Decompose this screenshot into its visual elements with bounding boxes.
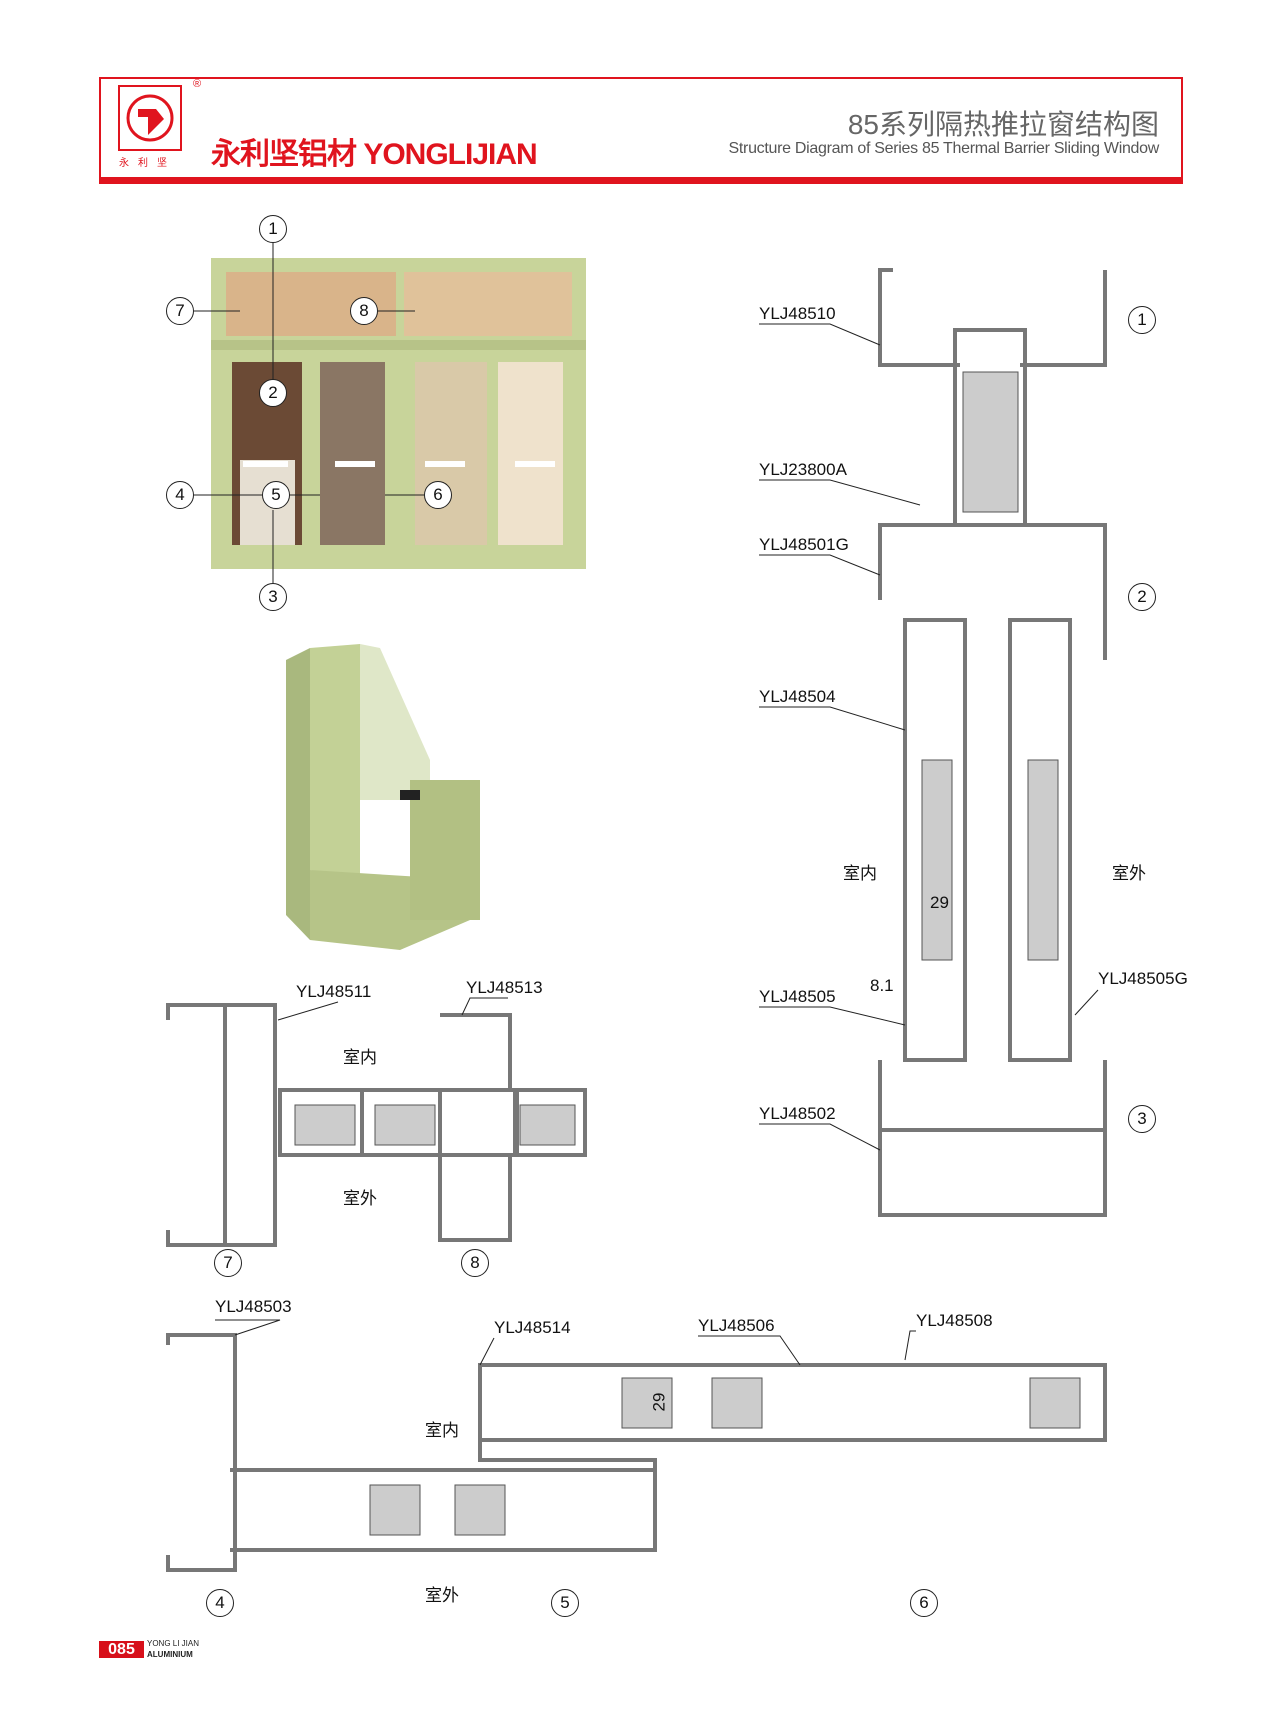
brand-name: 永利坚铝材 YONGLIJIAN (211, 138, 538, 171)
part-label: YLJ48505G (1098, 969, 1188, 988)
callout-1: 1 (1128, 306, 1156, 334)
part-label: YLJ48502 (759, 1104, 836, 1123)
indoor-label: 室内 (343, 1048, 377, 1067)
part-label: YLJ48510 (759, 304, 836, 323)
page-header: ® 永利坚 永利坚铝材 YONGLIJIAN 85系列隔热推拉窗结构图 Stru… (99, 77, 1183, 184)
dimension-29: 29 (649, 1392, 669, 1412)
callout-6: 6 (910, 1589, 938, 1617)
callout-6: 6 (424, 481, 452, 509)
callout-4: 4 (166, 481, 194, 509)
part-label: YLJ48511 (296, 982, 372, 1001)
callout-7: 7 (166, 297, 194, 325)
part-label: YLJ48514 (494, 1318, 571, 1337)
part-label: YLJ48505 (759, 987, 836, 1006)
part-label: YLJ48501G (759, 535, 849, 554)
callout-1: 1 (259, 215, 287, 243)
callout-4: 4 (206, 1589, 234, 1617)
window-photo (211, 258, 586, 569)
profile-3d (286, 644, 480, 950)
part-label: YLJ48506 (698, 1316, 775, 1335)
part-label: YLJ48513 (466, 978, 543, 997)
callout-8: 8 (461, 1249, 489, 1277)
page-number: 085 (99, 1641, 144, 1658)
logo-subtext: 永利坚 (119, 158, 176, 169)
callout-2: 2 (259, 379, 287, 407)
page-title-en: Structure Diagram of Series 85 Thermal B… (728, 140, 1160, 157)
callout-8: 8 (350, 297, 378, 325)
part-label: YLJ48508 (916, 1311, 993, 1330)
callout-5: 5 (551, 1589, 579, 1617)
registered-mark: ® (193, 78, 202, 90)
dimension-29: 29 (930, 893, 949, 912)
callout-3: 3 (259, 583, 287, 611)
indoor-label: 室内 (425, 1421, 459, 1440)
part-label: YLJ48503 (215, 1297, 292, 1316)
part-label: YLJ23800A (759, 460, 847, 479)
callout-5: 5 (262, 481, 290, 509)
indoor-label: 室内 (843, 864, 877, 883)
callout-7: 7 (214, 1249, 242, 1277)
part-label: YLJ48504 (759, 687, 836, 706)
outdoor-label: 室外 (1112, 864, 1146, 883)
callout-2: 2 (1128, 583, 1156, 611)
outdoor-label: 室外 (343, 1189, 377, 1208)
footer-brand: YONG LI JIAN (147, 1639, 200, 1648)
dimension-8-1: 8.1 (870, 976, 894, 995)
page-title-cn: 85系列隔热推拉窗结构图 (847, 109, 1159, 140)
outdoor-label: 室外 (425, 1586, 459, 1605)
footer-brand-sub: ALUMINIUM (147, 1650, 193, 1659)
brand-logo (118, 85, 182, 151)
callout-3: 3 (1128, 1105, 1156, 1133)
